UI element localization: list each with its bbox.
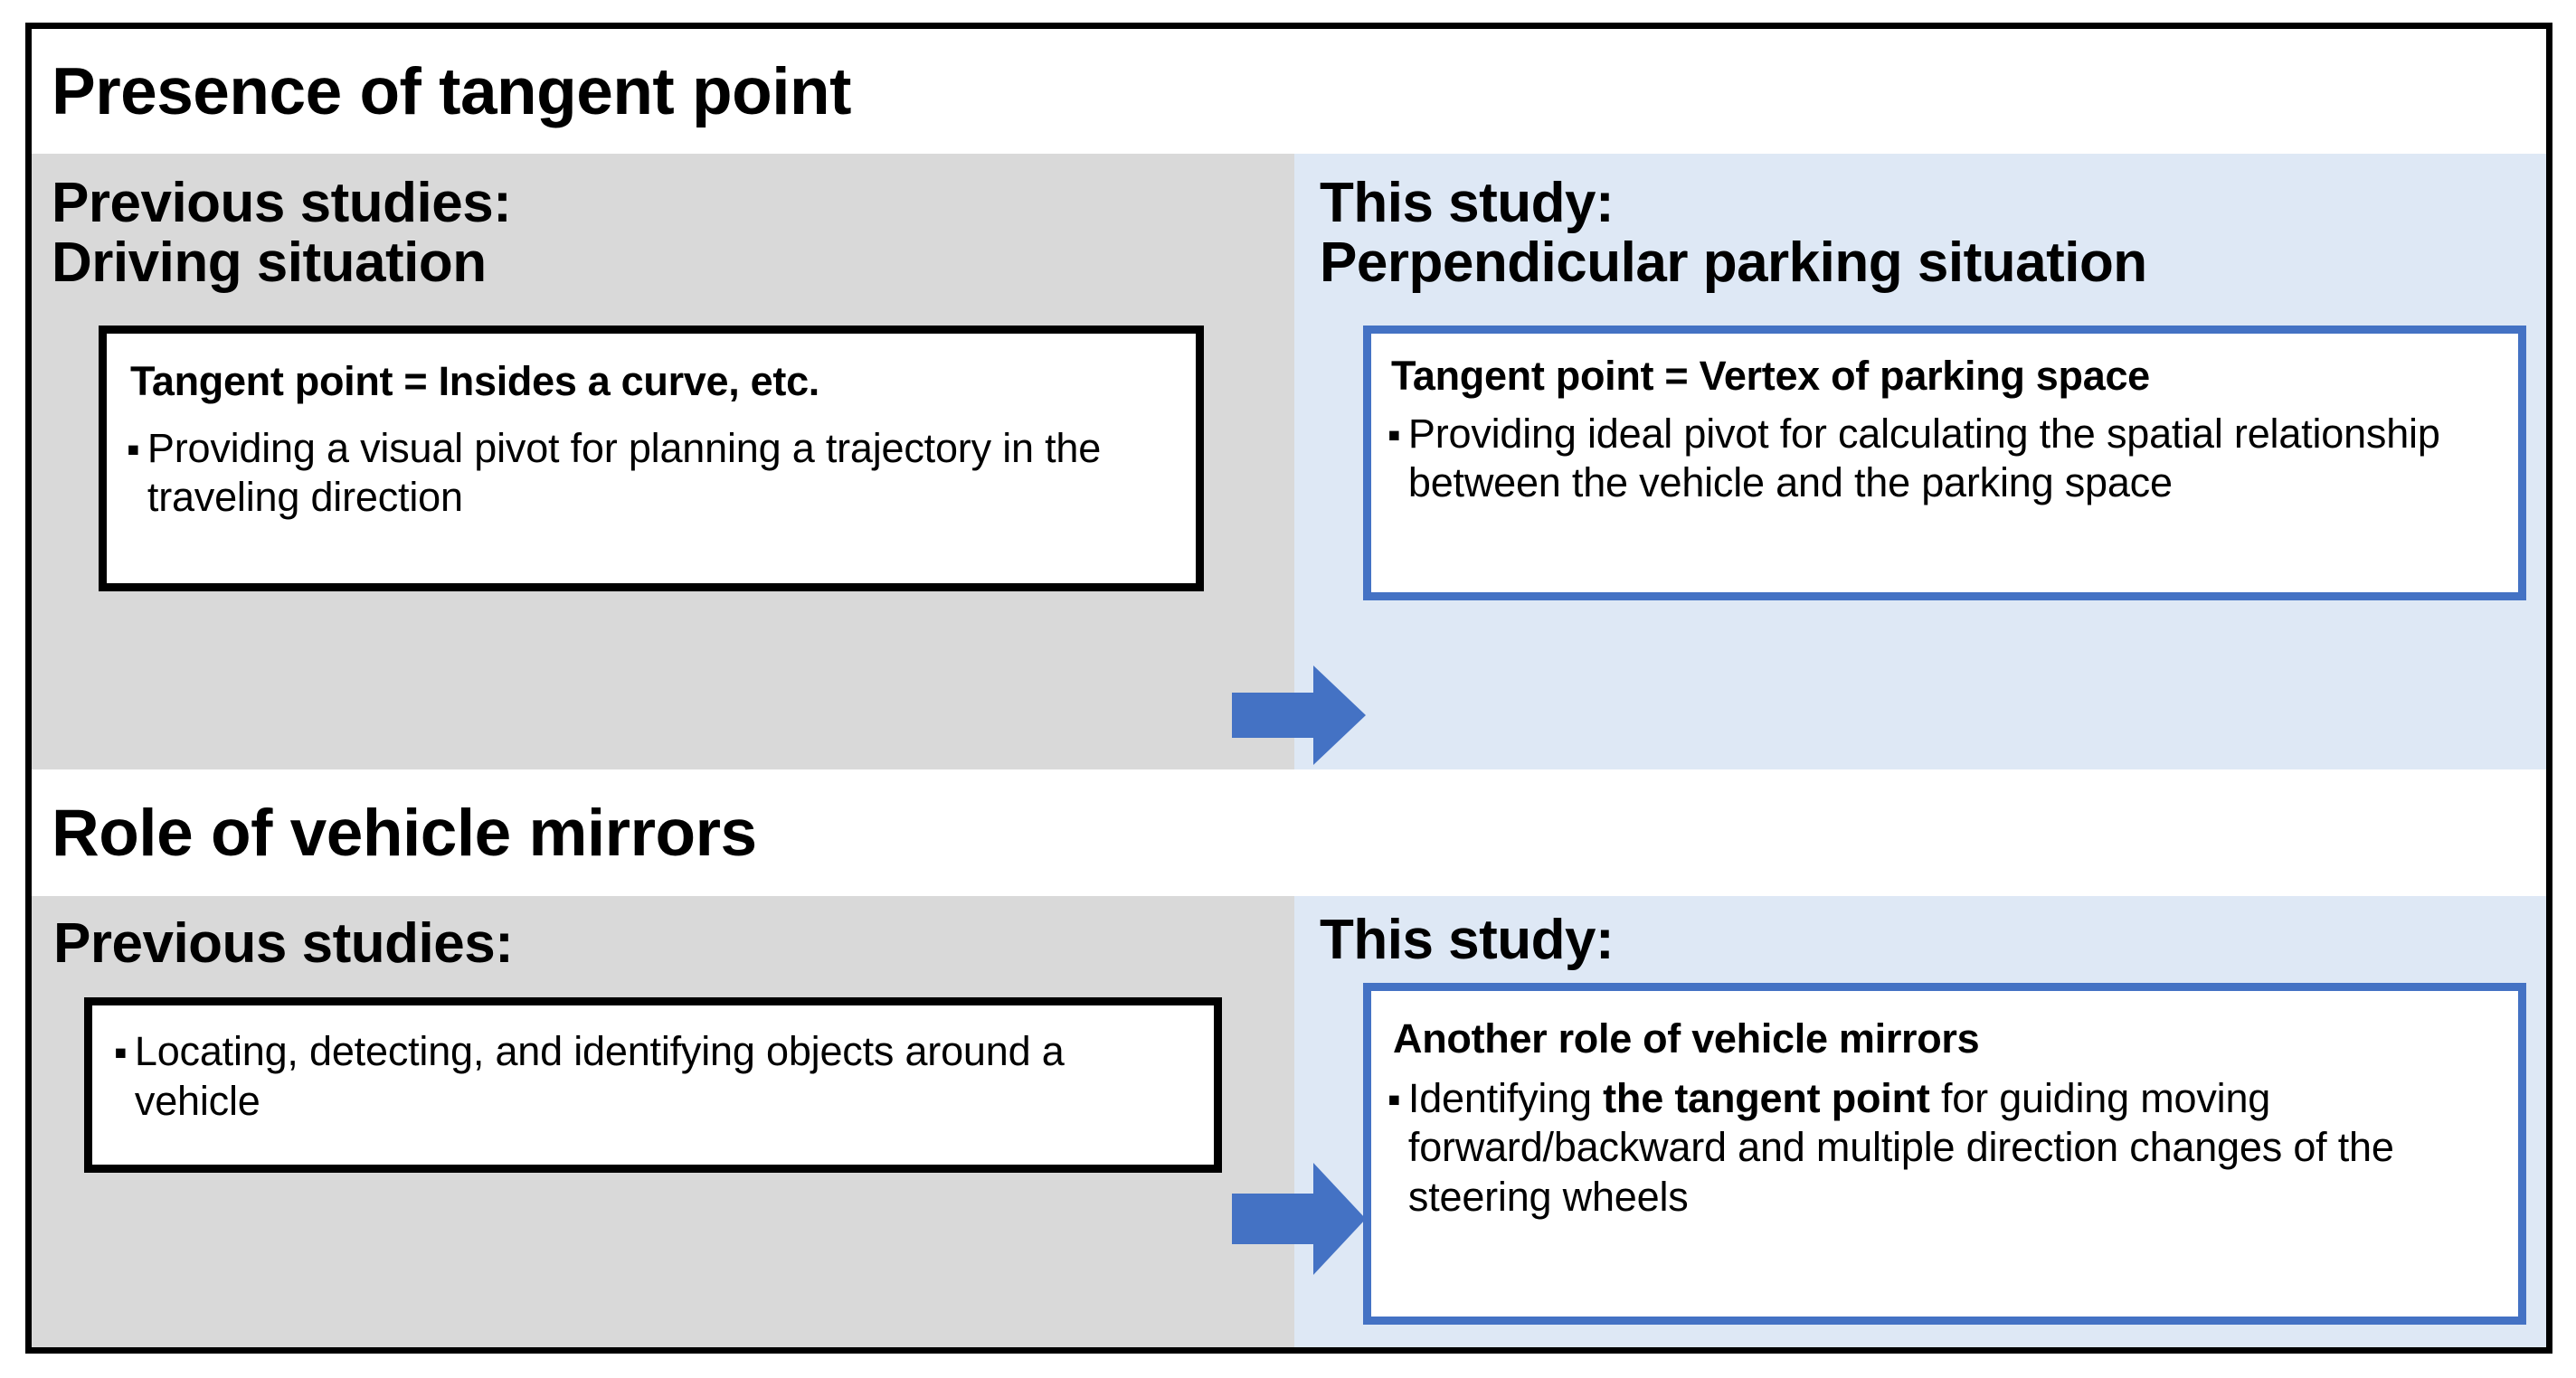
previous-studies-box-2: ▪ Locating, detecting, and identifying o… <box>84 997 1222 1173</box>
previous-studies-bullet-text-1: Providing a visual pivot for planning a … <box>147 424 1102 521</box>
previous-studies-box-heading-1: Tangent point = Insides a curve, etc. <box>130 358 820 404</box>
this-study-title-1: This study: Perpendicular parking situat… <box>1320 172 2147 294</box>
this-study-bullet-2: ▪ Identifying the tangent point for guid… <box>1387 1074 2505 1223</box>
this-study-box-heading-1: Tangent point = Vertex of parking space <box>1391 353 2150 399</box>
previous-studies-bullet-1: ▪ Providing a visual pivot for planning … <box>127 424 1172 524</box>
this-study-bullet-text-2: Identifying the tangent point for guidin… <box>1407 1074 2394 1221</box>
section-title-text: Role of vehicle mirrors <box>52 796 757 870</box>
bullet-marker-icon: ▪ <box>1387 412 1401 456</box>
section-body-vehicle-mirrors: Previous studies: ▪ Locating, detecting,… <box>32 896 2546 1347</box>
section-body-tangent-point: Previous studies: Driving situation Tang… <box>32 154 2546 769</box>
bullet-marker-icon: ▪ <box>127 427 140 470</box>
previous-studies-title-1: Previous studies: Driving situation <box>52 172 512 294</box>
this-study-bullet-1: ▪ Providing ideal pivot for calculating … <box>1387 410 2502 509</box>
bullet-marker-icon: ▪ <box>114 1031 128 1073</box>
transition-arrow-1 <box>1232 665 1366 765</box>
diagram-frame: Presence of tangent point Previous studi… <box>25 23 2552 1354</box>
bullet-marker-icon: ▪ <box>1387 1077 1401 1120</box>
this-study-box-heading-2: Another role of vehicle mirrors <box>1393 1015 1980 1062</box>
previous-studies-bullet-text-2: Locating, detecting, and identifying obj… <box>134 1028 1065 1124</box>
previous-studies-box-1: Tangent point = Insides a curve, etc. ▪ … <box>99 326 1204 591</box>
section-header-vehicle-mirrors: Role of vehicle mirrors <box>32 769 2546 896</box>
this-study-box-1: Tangent point = Vertex of parking space … <box>1363 326 2526 600</box>
section-title-text: Presence of tangent point <box>52 54 851 128</box>
this-study-bullet-text-1: Providing ideal pivot for calculating th… <box>1407 410 2440 506</box>
transition-arrow-2 <box>1232 1163 1366 1275</box>
this-study-title-2: This study: <box>1320 909 1615 971</box>
previous-studies-bullet-2: ▪ Locating, detecting, and identifying o… <box>114 1027 1190 1127</box>
this-study-box-2: Another role of vehicle mirrors ▪ Identi… <box>1363 983 2526 1325</box>
previous-studies-title-2: Previous studies: <box>53 912 514 975</box>
section-header-tangent-point: Presence of tangent point <box>32 29 2546 154</box>
